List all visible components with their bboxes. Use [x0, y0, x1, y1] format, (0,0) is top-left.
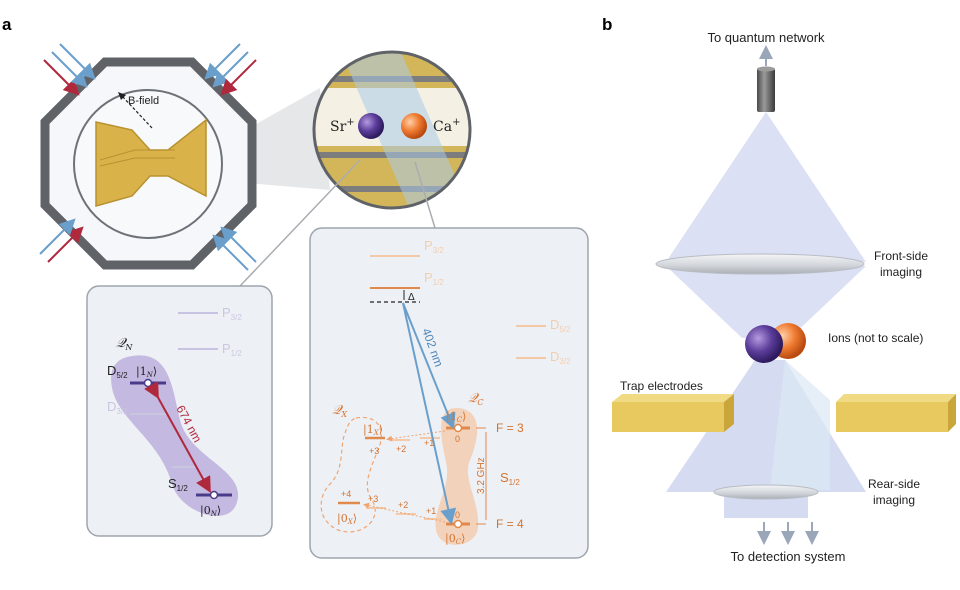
- svg-text:+2: +2: [396, 444, 406, 454]
- svg-text:S1/2: S1/2: [500, 470, 520, 487]
- svg-text:D5/2: D5/2: [550, 317, 571, 334]
- svg-text:+3: +3: [369, 446, 379, 456]
- svg-text:0: 0: [455, 510, 460, 520]
- sr-ion-zoom: [358, 113, 384, 139]
- svg-text:0: 0: [455, 434, 460, 444]
- bfield-arrow-head: [118, 92, 126, 100]
- ca-ancilla-blob: [320, 416, 382, 533]
- ca-ion-zoom: [401, 113, 427, 139]
- detection-arrows: [757, 522, 819, 545]
- bfield-label: B-field: [128, 95, 159, 107]
- bfield-arrow: [121, 95, 153, 129]
- svg-text:|0X⟩: |0X⟩: [337, 512, 357, 526]
- detection-beam: [724, 496, 808, 518]
- svg-text:S1/2: S1/2: [168, 476, 188, 493]
- trap-electrode-right: [836, 394, 956, 432]
- fiber-coupler-top: [757, 66, 775, 72]
- trap-chip-traces: [99, 149, 175, 167]
- rear-lens: [713, 484, 819, 500]
- svg-text:𝒬C: 𝒬C: [468, 391, 483, 407]
- svg-text:+1: +1: [424, 438, 434, 448]
- svg-text:3.2 GHz: 3.2 GHz: [476, 457, 487, 494]
- svg-text:P3/2: P3/2: [424, 238, 444, 255]
- ca-level-box: [309, 227, 589, 559]
- rear-beam-light: [770, 360, 830, 490]
- svg-text:D3/2: D3/2: [107, 399, 128, 416]
- svg-text:Δ: Δ: [408, 292, 415, 303]
- ca-ion-label: Ca+: [433, 117, 460, 135]
- svg-text:F = 3: F = 3: [496, 421, 524, 435]
- trap-chip: [95, 118, 207, 207]
- upper-collection-cone: [666, 112, 866, 262]
- svg-text:+4: +4: [341, 489, 351, 499]
- svg-text:F = 4: F = 4: [496, 517, 524, 531]
- front-focus-cone: [666, 266, 866, 338]
- sr-ion-label: Sr+: [330, 117, 355, 135]
- svg-text:|0C⟩: |0C⟩: [445, 532, 465, 546]
- panel-a-label: a: [2, 15, 12, 34]
- svg-text:𝒬X: 𝒬X: [332, 403, 347, 419]
- detection-label: To detection system: [731, 549, 846, 564]
- svg-text:|1C⟩: |1C⟩: [446, 410, 466, 424]
- front-imaging-label: Front-side imaging: [874, 249, 931, 279]
- trap-electrode-left: [612, 394, 734, 432]
- svg-text:|0N⟩: |0N⟩: [200, 504, 221, 518]
- svg-text:+1: +1: [426, 506, 436, 516]
- zoom-circle: Sr+ Ca+: [312, 50, 472, 210]
- panel-b-label: b: [602, 15, 612, 34]
- ca-levels: P3/2 P1/2 Δ D5/2 D3/2 402 nm: [320, 238, 571, 546]
- connector-ca: [414, 161, 436, 229]
- svg-text:P3/2: P3/2: [222, 305, 242, 322]
- svg-text:P1/2: P1/2: [424, 270, 444, 287]
- svg-text:+2: +2: [398, 500, 408, 510]
- svg-text:D3/2: D3/2: [550, 349, 571, 366]
- rear-imaging-label: Rear-side imaging: [868, 477, 923, 507]
- fiber-coupler: [757, 68, 775, 112]
- sr-ion: [745, 325, 783, 363]
- connector-sr: [239, 159, 361, 287]
- trap-label: Trap electrodes: [620, 379, 703, 393]
- front-lens: [655, 253, 865, 275]
- network-label: To quantum network: [707, 30, 825, 45]
- svg-text:|1N⟩: |1N⟩: [136, 365, 157, 379]
- svg-text:𝒬N: 𝒬N: [116, 336, 133, 352]
- svg-text:+3: +3: [368, 494, 378, 504]
- svg-text:|1X⟩: |1X⟩: [363, 423, 383, 437]
- svg-text:D5/2: D5/2: [107, 363, 128, 380]
- ions-label: Ions (not to scale): [828, 331, 923, 345]
- laser-beams: [39, 43, 257, 271]
- svg-text:P1/2: P1/2: [222, 341, 242, 358]
